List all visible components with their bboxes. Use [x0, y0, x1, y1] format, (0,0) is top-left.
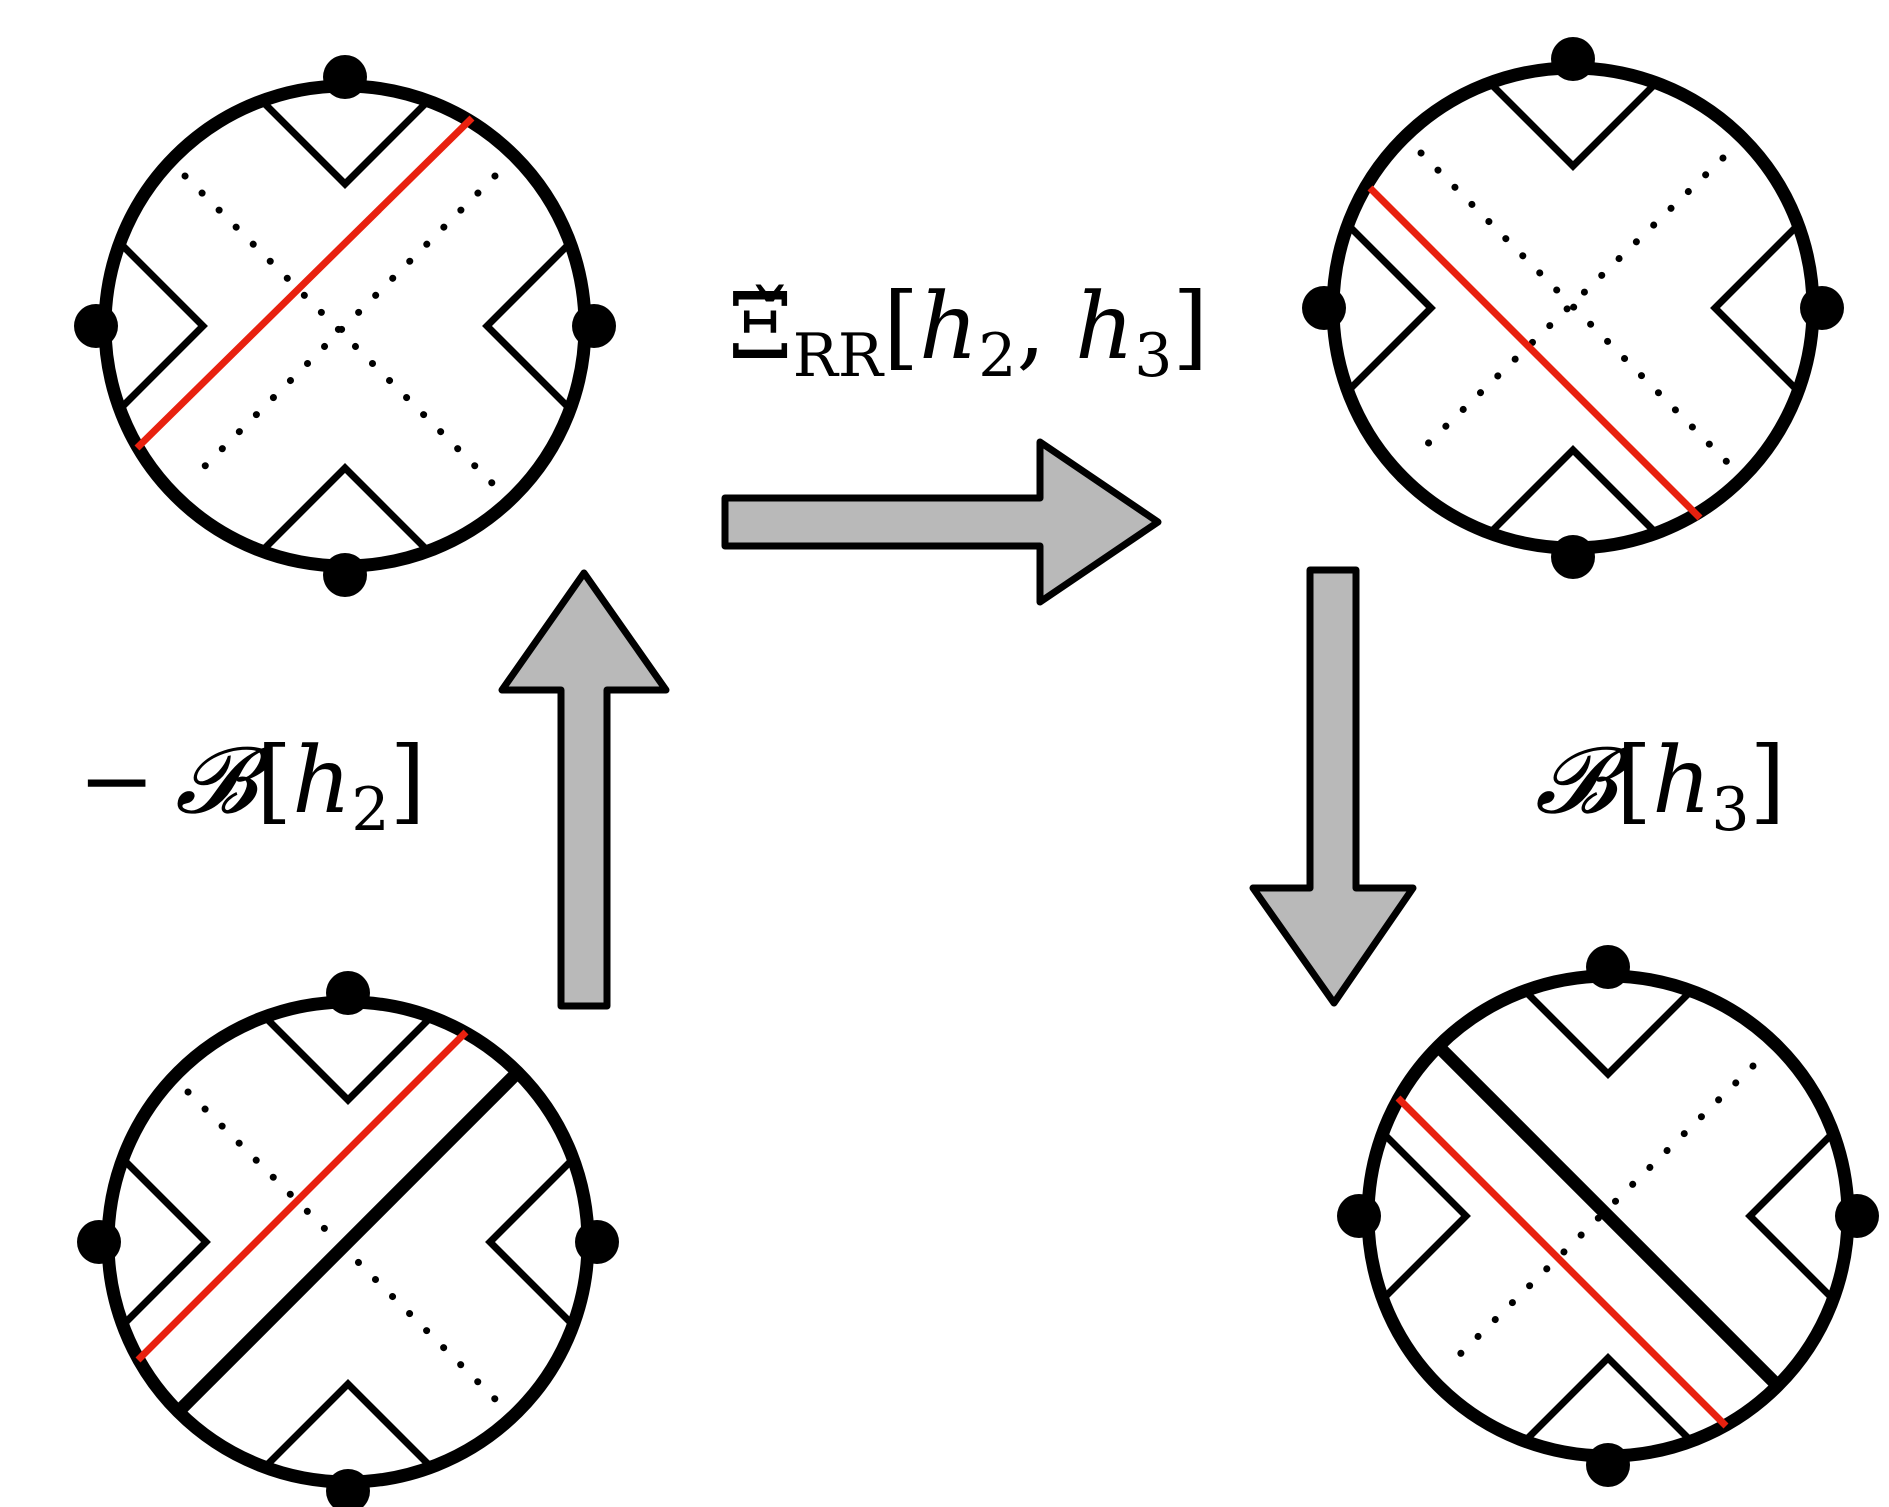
- disk-top-right: [1302, 37, 1844, 579]
- label-xi-rr: Ξ̌RR[h2, h3]: [728, 273, 1208, 391]
- disk-top-left: [74, 55, 616, 597]
- label-minus-b-h2: −𝓑[h2]: [78, 727, 426, 845]
- dotted-diagonal-a2: [186, 172, 499, 485]
- dotted-diagonal-b2: [1409, 154, 1727, 462]
- dotted-diagonal-b1: [1417, 149, 1732, 467]
- disk-bottom-right: [1337, 945, 1879, 1487]
- arrow-right: [721, 438, 1162, 606]
- red-chord-top-right: [1367, 185, 1703, 521]
- arrow-up: [498, 569, 670, 1010]
- thick-chord-bottom-right: [1435, 1043, 1781, 1389]
- red-chord-bottom-left: [135, 1029, 469, 1363]
- disk-bottom-left: [77, 971, 619, 1507]
- thick-chord-bottom-left: [175, 1069, 521, 1415]
- label-b-h3: 𝓑[h3]: [1535, 727, 1785, 845]
- arrow-down: [1249, 566, 1417, 1007]
- red-chord-bottom-right: [1395, 1095, 1729, 1429]
- red-chord-top-left: [134, 115, 475, 451]
